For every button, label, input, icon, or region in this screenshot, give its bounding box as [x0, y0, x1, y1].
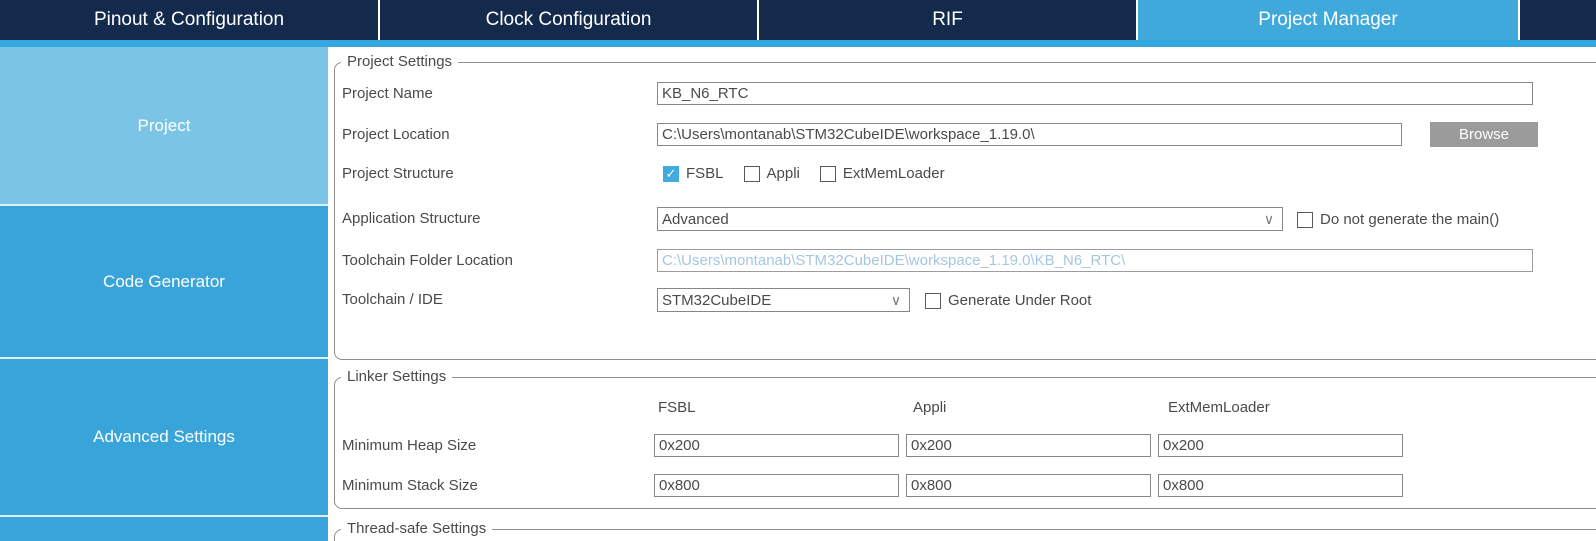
tab-pinout-configuration[interactable]: Pinout & Configuration: [0, 0, 378, 40]
sidebar-item-advanced-settings[interactable]: Advanced Settings: [0, 357, 328, 515]
appli-checkbox[interactable]: ✓: [743, 165, 760, 182]
active-tab-underline-strip: [0, 40, 1596, 47]
linker-col-header-appli: Appli: [913, 399, 947, 416]
stack-size-input-fsbl[interactable]: [654, 474, 899, 497]
tab-bar-filler: [1518, 0, 1596, 40]
check-icon: ✓: [665, 165, 677, 181]
generate-under-root-checkbox[interactable]: ✓: [925, 292, 941, 309]
heap-size-input-appli[interactable]: [906, 434, 1151, 457]
toolchain-ide-label: Toolchain / IDE: [342, 291, 443, 308]
minimum-stack-size-label: Minimum Stack Size: [342, 477, 478, 494]
project-structure-label: Project Structure: [342, 165, 454, 182]
project-settings-legend: Project Settings: [341, 54, 459, 70]
top-tab-bar: Pinout & Configuration Clock Configurati…: [0, 0, 1596, 40]
thread-safe-settings-legend: Thread-safe Settings: [341, 521, 493, 537]
do-not-generate-main-checkbox[interactable]: ✓: [1297, 211, 1313, 228]
toolchain-folder-location-label: Toolchain Folder Location: [342, 252, 513, 269]
linker-settings-legend: Linker Settings: [341, 369, 453, 385]
fsbl-checkbox-label: FSBL: [686, 165, 724, 182]
tab-clock-configuration[interactable]: Clock Configuration: [378, 0, 757, 40]
sidebar-item-project-label: Project: [137, 115, 191, 135]
sidebar-item-code-generator[interactable]: Code Generator: [0, 204, 328, 357]
project-location-input[interactable]: [657, 123, 1402, 146]
linker-col-header-extmemloader: ExtMemLoader: [1168, 399, 1270, 416]
heap-size-input-extmemloader[interactable]: [1158, 434, 1403, 457]
application-structure-value: Advanced: [662, 210, 729, 228]
sidebar-item-code-generator-label: Code Generator: [103, 271, 225, 291]
extmemloader-checkbox-label: ExtMemLoader: [842, 165, 945, 182]
heap-size-input-fsbl[interactable]: [654, 434, 899, 457]
minimum-heap-size-label: Minimum Heap Size: [342, 437, 477, 454]
stack-size-input-extmemloader[interactable]: [1158, 474, 1403, 497]
do-not-generate-main-label: Do not generate the main(): [1320, 211, 1500, 228]
project-name-input[interactable]: [657, 82, 1533, 105]
application-structure-select[interactable]: Advanced ∨: [657, 207, 1283, 231]
toolchain-folder-location-input: [657, 249, 1533, 272]
do-not-generate-main-row: ✓ Do not generate the main(): [1297, 211, 1519, 228]
generate-under-root-row: ✓ Generate Under Root: [925, 292, 1111, 309]
linker-col-header-fsbl: FSBL: [658, 399, 696, 416]
chevron-down-icon: ∨: [890, 291, 902, 308]
thread-safe-settings-group: Thread-safe Settings: [334, 521, 1596, 541]
stack-size-input-appli[interactable]: [906, 474, 1151, 497]
sidebar: Project Code Generator Advanced Settings: [0, 47, 328, 541]
toolchain-ide-value: STM32CubeIDE: [662, 291, 772, 309]
sidebar-item-project[interactable]: Project: [0, 47, 328, 204]
sidebar-item-next-partial[interactable]: [0, 515, 328, 541]
tab-rif[interactable]: RIF: [757, 0, 1136, 40]
project-structure-options: ✓ FSBL ✓ Appli ✓ ExtMemLoader: [663, 165, 965, 182]
chevron-down-icon: ∨: [1263, 210, 1275, 227]
appli-checkbox-label: Appli: [766, 165, 800, 182]
fsbl-checkbox[interactable]: ✓: [663, 165, 679, 182]
project-location-label: Project Location: [342, 126, 450, 143]
toolchain-ide-select[interactable]: STM32CubeIDE ∨: [657, 288, 910, 312]
linker-settings-group: Linker Settings FSBL Appli ExtMemLoader …: [334, 369, 1596, 509]
application-structure-label: Application Structure: [342, 210, 481, 227]
browse-button[interactable]: Browse: [1430, 122, 1538, 147]
project-name-label: Project Name: [342, 85, 433, 102]
generate-under-root-label: Generate Under Root: [948, 292, 1092, 309]
sidebar-item-advanced-settings-label: Advanced Settings: [93, 427, 235, 446]
extmemloader-checkbox[interactable]: ✓: [819, 165, 836, 182]
tab-project-manager[interactable]: Project Manager: [1136, 0, 1518, 40]
project-settings-group: Project Settings Project Name Project Lo…: [334, 54, 1596, 360]
